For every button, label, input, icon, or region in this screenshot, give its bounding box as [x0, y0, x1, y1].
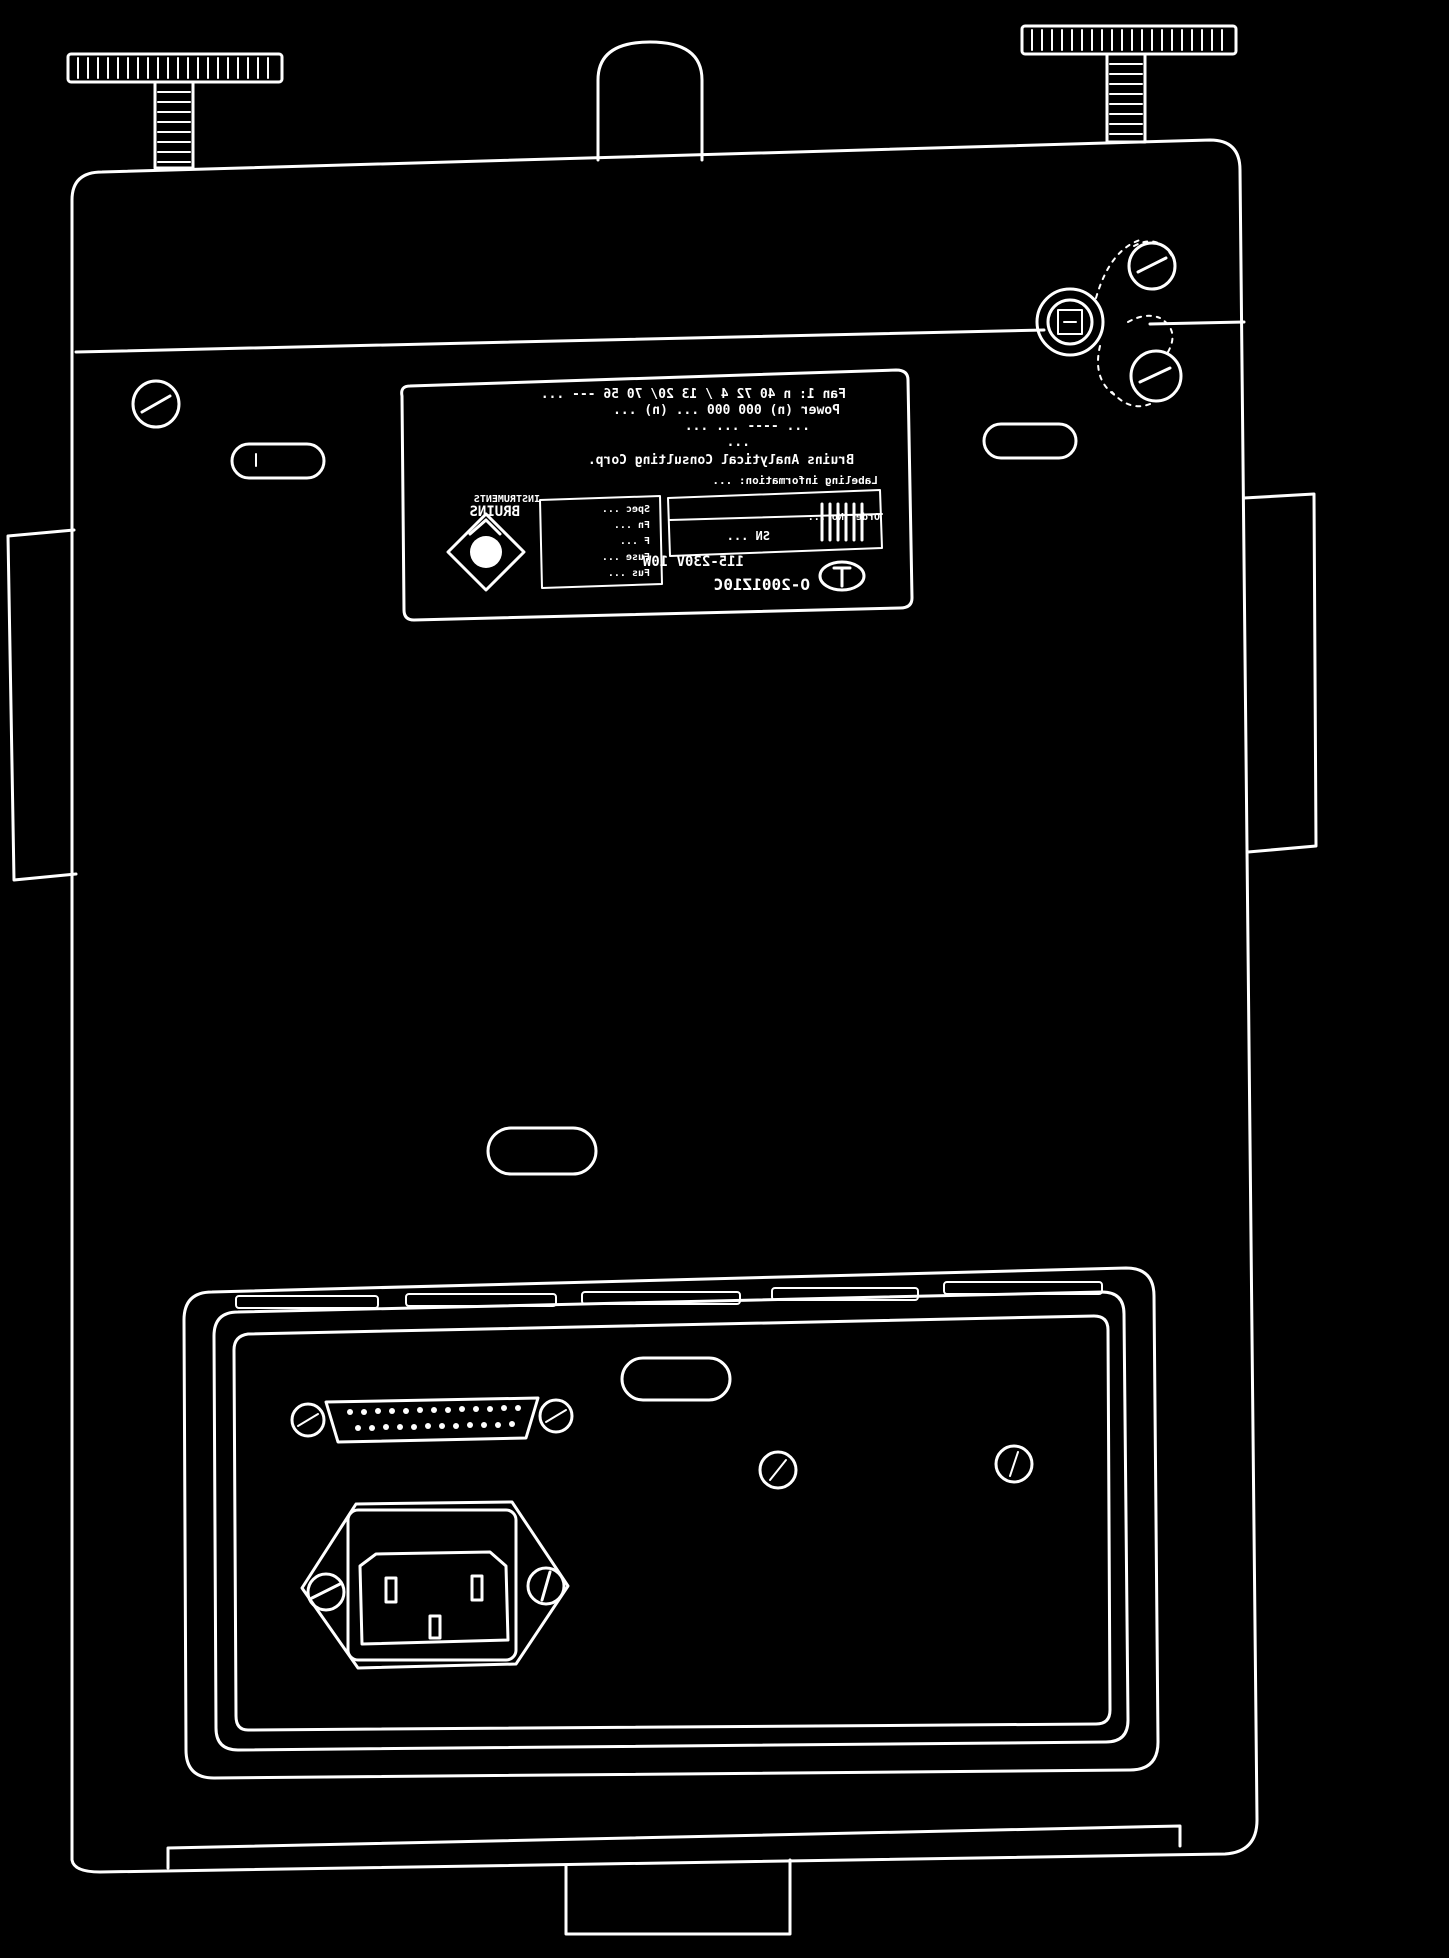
side-handle-left: [6, 528, 78, 882]
nameplate-line-3: ... ---- ... ...: [685, 419, 810, 434]
brand-logo-sub: INSTRUMENTS: [474, 494, 540, 505]
panel-screw-middle: [758, 1450, 798, 1490]
bottom-base-strip: [166, 1824, 1182, 1870]
panel-vent-strips: [235, 1281, 1103, 1309]
spec-line-5: Fus ...: [608, 568, 650, 579]
nameplate-barcode: [820, 502, 864, 542]
nameplate-line-2: Power (n) 000 000 ... (n) ...: [613, 403, 840, 418]
power-inlet: [300, 1500, 570, 1670]
rating-row: SN ...: [727, 529, 770, 543]
rating-header: Labeling information: ...: [712, 474, 878, 487]
spec-line-4: Fuse ...: [602, 552, 650, 563]
ground-screw-top: [1127, 241, 1177, 291]
nameplate-rating-box: [667, 489, 883, 557]
bottom-center-foot: [564, 1858, 792, 1936]
main-housing: [70, 138, 1259, 1874]
vent-slot-right: [982, 422, 1078, 460]
ground-screw-bottom: [1129, 349, 1183, 403]
vent-slot-center: [486, 1126, 598, 1176]
top-center-knob: [596, 40, 704, 162]
spec-line-3: F ...: [620, 536, 650, 547]
thumbscrew-left: [66, 52, 284, 170]
nameplate-line-5: Bruins Analytical Consulting Corp.: [588, 453, 854, 468]
ground-terminal: [1035, 287, 1105, 357]
model-line-2: Order No ...: [808, 512, 880, 523]
connector-panel-outer: [182, 1266, 1160, 1780]
top-strip-divider: [74, 328, 1046, 354]
nameplate: [400, 368, 914, 622]
top-strip-divider-right: [1148, 320, 1246, 326]
nameplate-spec-box: [539, 495, 663, 589]
connector-panel-plate: [232, 1314, 1112, 1732]
circle-T-icon: [818, 560, 866, 592]
side-handle-right: [1242, 492, 1318, 854]
spec-line-1: Spec ...: [602, 504, 650, 515]
vent-slot-left: [230, 442, 326, 480]
brand-logo-name: BRUINS: [469, 504, 520, 520]
panel-screw-right: [994, 1444, 1034, 1484]
housing-screw-top-left: [131, 379, 181, 429]
connector-panel-inner: [212, 1290, 1130, 1752]
nameplate-line-4: ...: [727, 435, 750, 450]
ground-chain: [1095, 239, 1175, 408]
model-line-1: 115-230V 10W: [642, 554, 744, 570]
model-code: O-2001Z10C: [714, 575, 810, 594]
nameplate-line-1: Fan 1: n 40 72 4 / 13 20/ 70 56 --- ...: [541, 387, 846, 402]
brand-logo: [446, 512, 526, 592]
db25-connector: [290, 1396, 574, 1444]
panel-slot: [620, 1356, 732, 1402]
spec-line-2: Fn ...: [614, 520, 650, 531]
